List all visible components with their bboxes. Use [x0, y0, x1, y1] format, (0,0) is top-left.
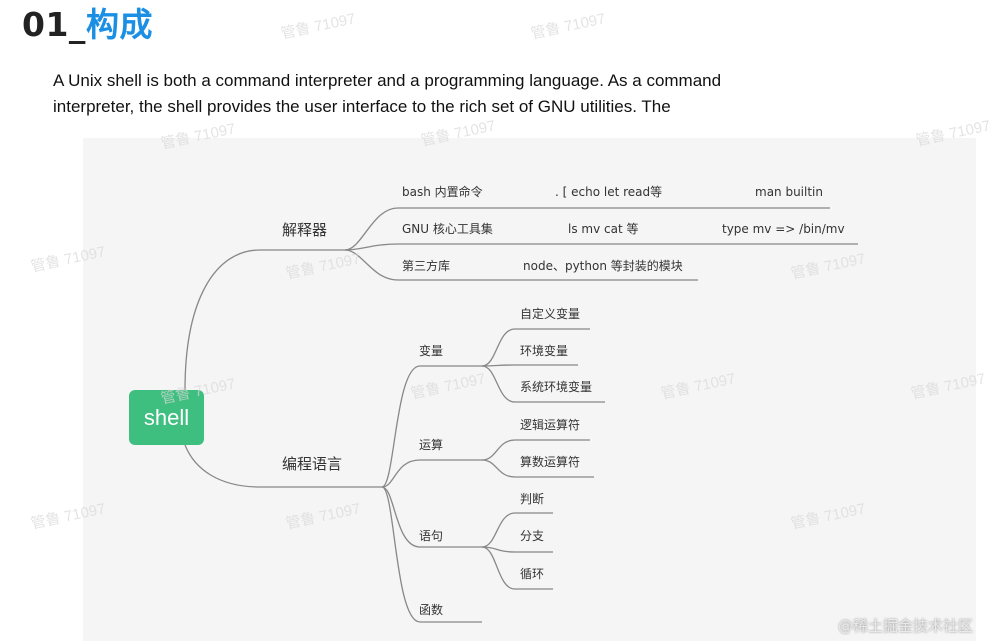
line-var-custom: [481, 328, 590, 367]
node-gnu-core: GNU 核心工具集: [402, 222, 493, 236]
site-watermark: @稀土掘金技术社区: [838, 617, 974, 635]
leaf-custom-var: 自定义变量: [520, 307, 581, 321]
node-gnu-core-note: type mv => /bin/mv: [722, 222, 845, 236]
branch-language: 编程语言: [282, 455, 343, 473]
line-bash-builtin: [344, 207, 830, 251]
line-var-sysenv: [481, 365, 605, 403]
section-title: 构成: [85, 5, 153, 44]
branch-line-language: [184, 444, 382, 488]
line-st-case: [481, 546, 553, 553]
branch-interpreter: 解释器: [282, 221, 328, 239]
leaf-env-var: 环境变量: [520, 344, 569, 358]
section-heading: 01_构成: [22, 0, 153, 46]
line-variables: [381, 365, 482, 488]
intro-line-2: interpreter, the shell provides the user…: [53, 97, 671, 116]
node-third-party-example: node、python 等封装的模块: [523, 259, 683, 273]
line-statements: [381, 486, 482, 548]
line-op-logic: [481, 439, 590, 461]
line-gnu-core: [344, 243, 858, 251]
leaf-case: 分支: [520, 529, 545, 543]
line-functions: [381, 486, 482, 623]
node-bash-builtin-note: man builtin: [755, 185, 823, 199]
leaf-sys-env-var: 系统环境变量: [520, 380, 593, 394]
line-st-loop: [481, 546, 553, 590]
line-st-if: [481, 512, 553, 548]
branch-line-interpreter: [184, 249, 345, 391]
node-bash-builtin: bash 内置命令: [402, 185, 483, 199]
leaf-loop: 循环: [520, 567, 545, 581]
node-statements: 语句: [419, 529, 444, 543]
node-variables: 变量: [419, 344, 444, 358]
node-gnu-core-example: ls mv cat 等: [568, 222, 639, 236]
section-number: 01_: [22, 5, 86, 44]
line-third-party: [344, 249, 698, 281]
node-functions: 函数: [419, 603, 444, 617]
line-op-arith: [481, 459, 594, 478]
leaf-arith-op: 算数运算符: [520, 455, 581, 469]
line-operations: [381, 459, 482, 488]
leaf-logic-op: 逻辑运算符: [520, 418, 581, 432]
intro-line-1: A Unix shell is both a command interpret…: [53, 71, 722, 90]
intro-paragraph: A Unix shell is both a command interpret…: [53, 68, 813, 120]
leaf-if: 判断: [520, 492, 545, 506]
node-operations: 运算: [419, 438, 444, 452]
node-bash-builtin-example: . [ echo let read等: [555, 185, 663, 199]
root-node-shell: shell: [129, 390, 204, 445]
line-var-env: [481, 364, 578, 367]
mindmap-canvas: [83, 138, 976, 641]
node-third-party: 第三方库: [402, 259, 451, 273]
